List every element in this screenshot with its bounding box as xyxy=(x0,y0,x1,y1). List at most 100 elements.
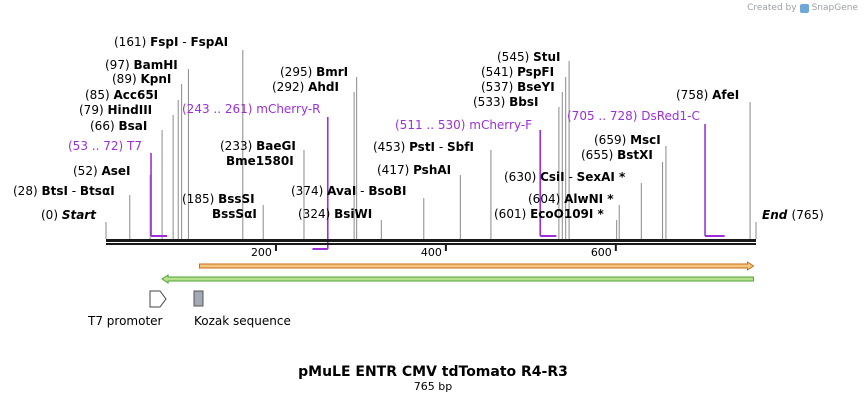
enzyme-name: FspAI xyxy=(190,35,228,49)
green-feature-arrow xyxy=(161,274,754,284)
site-position: (545) xyxy=(497,50,533,64)
site-label-alwni: (604) AlwNI * xyxy=(528,192,614,206)
site-separator: - xyxy=(179,35,191,49)
enzyme-name: BseYI xyxy=(517,80,555,94)
ruler-label-200: 200 xyxy=(251,246,272,259)
primer-name: DsRed1-C xyxy=(641,109,700,123)
site-label-bsai: (66) BsaI xyxy=(90,119,147,133)
site-position: (185) xyxy=(182,192,218,206)
site-label-asei: (52) AseI xyxy=(73,164,131,178)
enzyme-name: BtsαI xyxy=(80,184,115,198)
site-label-baegi-second: Bme1580I xyxy=(226,154,294,168)
feature-label-t7-promoter: T7 promoter xyxy=(87,314,163,328)
promoter-arrow-icon xyxy=(149,290,167,308)
site-separator: - xyxy=(435,140,447,154)
site-label-bmri: (295) BmrI xyxy=(280,65,348,79)
enzyme-name: PstI xyxy=(409,140,435,154)
end-label: End (765) xyxy=(762,208,824,222)
site-label-ahdi: (292) AhdI xyxy=(272,80,339,94)
enzyme-name: AhdI xyxy=(308,80,339,94)
primer-range: (511 .. 530) xyxy=(395,118,469,132)
feature-label-kozak: Kozak sequence xyxy=(194,314,291,328)
snapgene-logo-icon xyxy=(799,3,809,13)
snapgene-credit: Created by SnapGene xyxy=(747,3,858,13)
backbone-bottom-strand xyxy=(106,243,757,245)
site-position: (52) xyxy=(73,164,101,178)
plasmid-title: pMuLE ENTR CMV tdTomato R4-R3 xyxy=(298,364,568,380)
enzyme-name: BtsI xyxy=(41,184,68,198)
site-position: (292) xyxy=(272,80,308,94)
site-label-avai: (374) AvaI - BsoBI xyxy=(291,184,406,198)
end-position: (765) xyxy=(792,208,824,222)
enzyme-name: BaeGI xyxy=(256,139,296,153)
ruler-label-400: 400 xyxy=(421,246,442,259)
enzyme-name: BamHI xyxy=(133,58,177,72)
enzyme-name: BsiWI xyxy=(334,207,372,221)
site-label-kpni: (89) KpnI xyxy=(112,72,171,86)
credit-brand: SnapGene xyxy=(811,3,858,13)
site-position: (374) xyxy=(291,184,327,198)
enzyme-name: CsiI xyxy=(540,170,565,184)
orf-arrow xyxy=(198,261,755,271)
site-position: (79) xyxy=(79,103,107,117)
primer-range: (53 .. 72) xyxy=(68,139,127,153)
enzyme-name: SbfI xyxy=(447,140,474,154)
enzyme-name: FspI xyxy=(150,35,178,49)
site-label-psti: (453) PstI - SbfI xyxy=(373,140,474,154)
enzyme-name: BstXI xyxy=(617,148,653,162)
site-position: (89) xyxy=(112,72,140,86)
backbone-top-strand xyxy=(106,239,757,242)
site-position: (659) xyxy=(594,133,630,147)
site-label-stui: (545) StuI xyxy=(497,50,560,64)
site-label-pshai: (417) PshAI xyxy=(377,163,451,177)
primer-range: (243 .. 261) xyxy=(182,102,256,116)
site-label-fspi: (161) FspI - FspAI xyxy=(114,35,228,49)
site-label-bstxi: (655) BstXI xyxy=(581,148,653,162)
site-separator: - xyxy=(356,184,368,198)
enzyme-name: AvaI xyxy=(327,184,356,198)
site-label-bbsi: (533) BbsI xyxy=(473,95,538,109)
primer-label-dsred1-c: (705 .. 728) DsRed1-C xyxy=(567,109,700,123)
start-position: (0) xyxy=(41,208,62,222)
site-separator: - xyxy=(565,170,577,184)
enzyme-name: BmrI xyxy=(316,65,348,79)
start-label: (0) Start xyxy=(41,208,97,222)
ruler-label-600: 600 xyxy=(591,246,612,259)
site-label-btsi: (28) BtsI - BtsαI xyxy=(13,184,115,198)
site-label-ecoo109i: (601) EcoO109I * xyxy=(494,207,605,221)
start-text: Start xyxy=(62,208,97,222)
site-label-acc65i: (85) Acc65I xyxy=(85,88,158,102)
plasmid-length: 765 bp xyxy=(414,380,452,393)
primer-name: mCherry-F xyxy=(469,118,532,132)
site-position: (66) xyxy=(90,119,118,133)
site-label-afei: (758) AfeI xyxy=(676,88,739,102)
enzyme-name: AseI xyxy=(101,164,130,178)
site-position: (97) xyxy=(105,58,133,72)
primer-label-t7: (53 .. 72) T7 xyxy=(68,139,142,153)
site-position: (324) xyxy=(298,207,334,221)
enzyme-name: HindIII xyxy=(107,103,152,117)
site-label-bsssi-second: BssSαI xyxy=(212,207,257,221)
enzyme-name: PshAI xyxy=(413,163,451,177)
primer-name: T7 xyxy=(126,139,142,153)
site-position: (758) xyxy=(676,88,712,102)
enzyme-name: PspFI xyxy=(517,65,554,79)
enzyme-name: Acc65I xyxy=(113,88,158,102)
enzyme-name: KpnI xyxy=(140,72,171,86)
site-label-bsssi: (185) BssSI xyxy=(182,192,255,206)
site-position: (604) xyxy=(528,192,564,206)
site-label-csii: (630) CsiI - SexAI * xyxy=(504,170,626,184)
site-label-baegi: (233) BaeGI xyxy=(220,139,296,153)
primer-label-mcherry-r: (243 .. 261) mCherry-R xyxy=(182,102,321,116)
primer-range: (705 .. 728) xyxy=(567,109,641,123)
enzyme-name: BsaI xyxy=(118,119,147,133)
enzyme-name: AfeI xyxy=(712,88,739,102)
enzyme-name: StuI xyxy=(533,50,560,64)
site-position: (533) xyxy=(473,95,509,109)
site-label-bamhi: (97) BamHI xyxy=(105,58,178,72)
site-label-msci: (659) MscI xyxy=(594,133,661,147)
enzyme-name: MscI xyxy=(630,133,661,147)
site-position: (85) xyxy=(85,88,113,102)
site-position: (453) xyxy=(373,140,409,154)
